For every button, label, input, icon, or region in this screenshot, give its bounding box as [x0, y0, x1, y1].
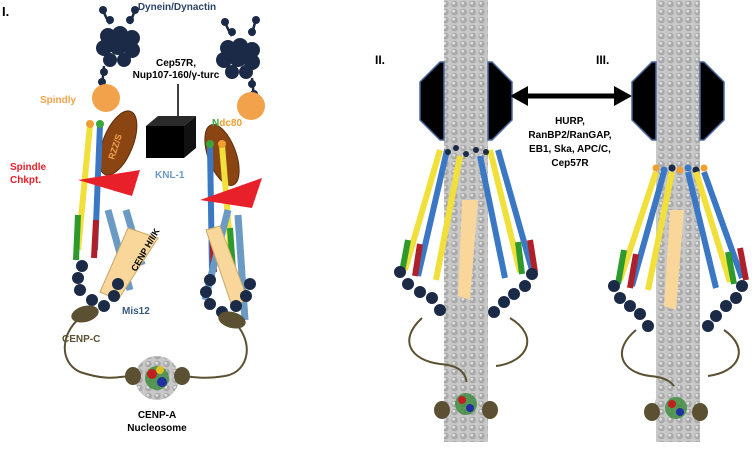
dynein-left-icon	[96, 6, 140, 87]
ndc80-bundle-three	[615, 170, 749, 291]
beads-top-three	[652, 164, 708, 174]
cenpc-label: CENP-C	[62, 334, 100, 345]
cenp-hik-three	[664, 210, 684, 310]
cenp-hik-two	[458, 200, 478, 300]
rzzs-left	[98, 110, 138, 176]
checkpoint-right	[200, 178, 262, 208]
panel-two: II.	[375, 0, 538, 442]
nucleosome-three-icon	[644, 386, 708, 430]
mis12-beads-three	[608, 280, 748, 332]
panel-label-three: III.	[596, 53, 609, 67]
panel-label-one: I.	[2, 4, 9, 19]
nucleosome-two-icon	[434, 382, 498, 426]
kinetochore-plate-left-two	[419, 61, 513, 141]
ndc80-rods-left	[73, 120, 104, 261]
centromeric-dna-left	[63, 313, 248, 379]
cep57r-label-line1: Cep57R,	[156, 58, 196, 69]
cep57r-label-line2: Nup107-160/γ-turc	[133, 70, 220, 81]
checkpoint-left	[78, 170, 140, 196]
mis12-beads-left	[72, 260, 124, 312]
map-label-line1: HURP,	[555, 116, 585, 127]
panel-label-two: II.	[375, 53, 385, 67]
map-label-line3: EB1, Ska, APC/C,	[529, 144, 611, 155]
kinetochore-plate-three	[631, 61, 725, 141]
ndc80-bundle-two	[399, 149, 538, 281]
ndc80-label: Ndc80	[212, 118, 242, 129]
cenpa-label-line1: CENP-A	[138, 410, 176, 421]
spindly-right	[237, 92, 265, 120]
dynein-right-icon	[216, 16, 260, 99]
mis12-label: Mis12	[122, 306, 150, 317]
knl1-label: KNL-1	[155, 170, 185, 181]
panel-one: I. Dynein/Dynactin Spindly RZZ/S	[2, 2, 265, 434]
panel-three: III.	[596, 0, 749, 442]
cep57r-cube	[146, 84, 196, 158]
map-label-line4: Cep57R	[551, 158, 589, 169]
spindly-label: Spindly	[40, 95, 77, 106]
transition-arrow	[510, 86, 632, 106]
checkpoint-label-line1: Spindle	[10, 162, 47, 173]
mis12-beads-two	[394, 266, 538, 318]
map-label-line2: RanBP2/RanGAP,	[528, 130, 611, 141]
checkpoint-label-line2: Chkpt.	[10, 175, 41, 186]
cenpa-label-line2: Nucleosome	[127, 423, 187, 434]
cenpa-nucleosome-icon	[125, 356, 190, 400]
spindly-left	[92, 84, 120, 112]
dynein-label: Dynein/Dynactin	[138, 2, 216, 13]
beads-top-two	[445, 145, 489, 157]
